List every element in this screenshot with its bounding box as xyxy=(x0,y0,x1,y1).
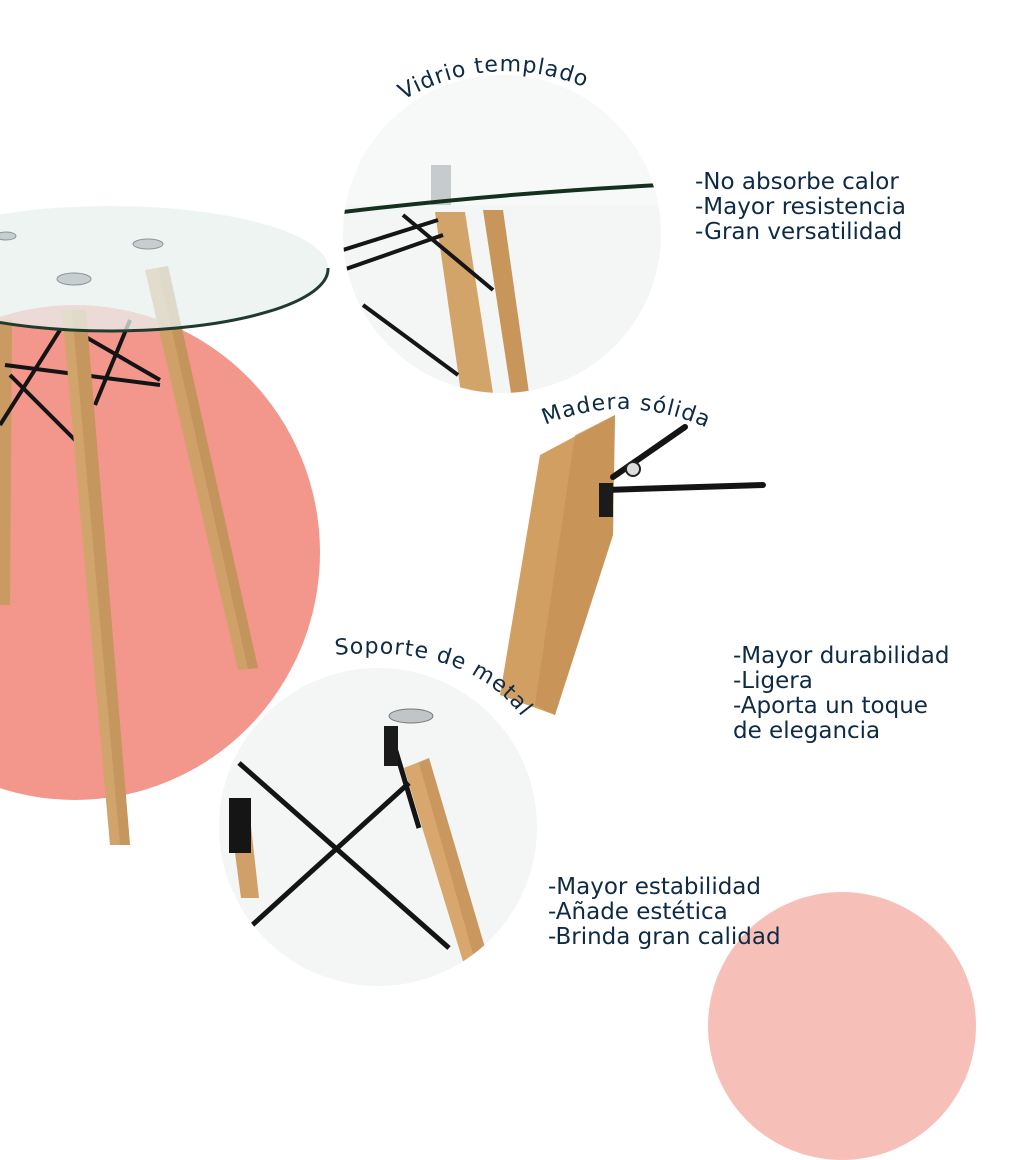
feature-item: -Mayor resistencia xyxy=(695,194,907,220)
main-table-image xyxy=(0,206,330,845)
metal-detail-image xyxy=(219,668,537,986)
feature-item: -Brinda gran calidad xyxy=(548,924,781,950)
label-vidrio-templado: Vidrio templado xyxy=(394,40,635,124)
wood-detail-image xyxy=(500,415,766,715)
feature-item: -Añade estética xyxy=(548,899,728,925)
svg-text:Madera sólida: Madera sólida xyxy=(538,390,714,433)
metal-features-list: -Mayor estabilidad -Añade estética -Brin… xyxy=(548,875,781,950)
glass-features-list: -No absorbe calor -Mayor resistencia -Gr… xyxy=(695,170,906,245)
wood-features-list: -Mayor durabilidad -Ligera -Aporta un to… xyxy=(733,644,949,744)
glass-top xyxy=(0,206,328,330)
glass-detail-image xyxy=(343,75,661,393)
feature-item: -Mayor estabilidad xyxy=(548,874,761,900)
feature-item: -Mayor durabilidad xyxy=(733,643,950,669)
feature-item: de elegancia xyxy=(733,718,881,744)
table-leg-right xyxy=(145,266,258,670)
label-madera-solida: Madera sólida xyxy=(538,390,760,464)
svg-text:Vidrio templado: Vidrio templado xyxy=(394,52,592,105)
feature-item: -Gran versatilidad xyxy=(695,219,903,245)
svg-text:Soporte de metal: Soporte de metal xyxy=(334,634,538,721)
feature-item: -Aporta un toque xyxy=(733,693,928,719)
feature-item: -No absorbe calor xyxy=(695,169,899,195)
table-leg xyxy=(0,320,12,605)
label-soporte-de-metal: Soporte de metal xyxy=(330,625,570,779)
feature-item: -Ligera xyxy=(733,668,813,694)
